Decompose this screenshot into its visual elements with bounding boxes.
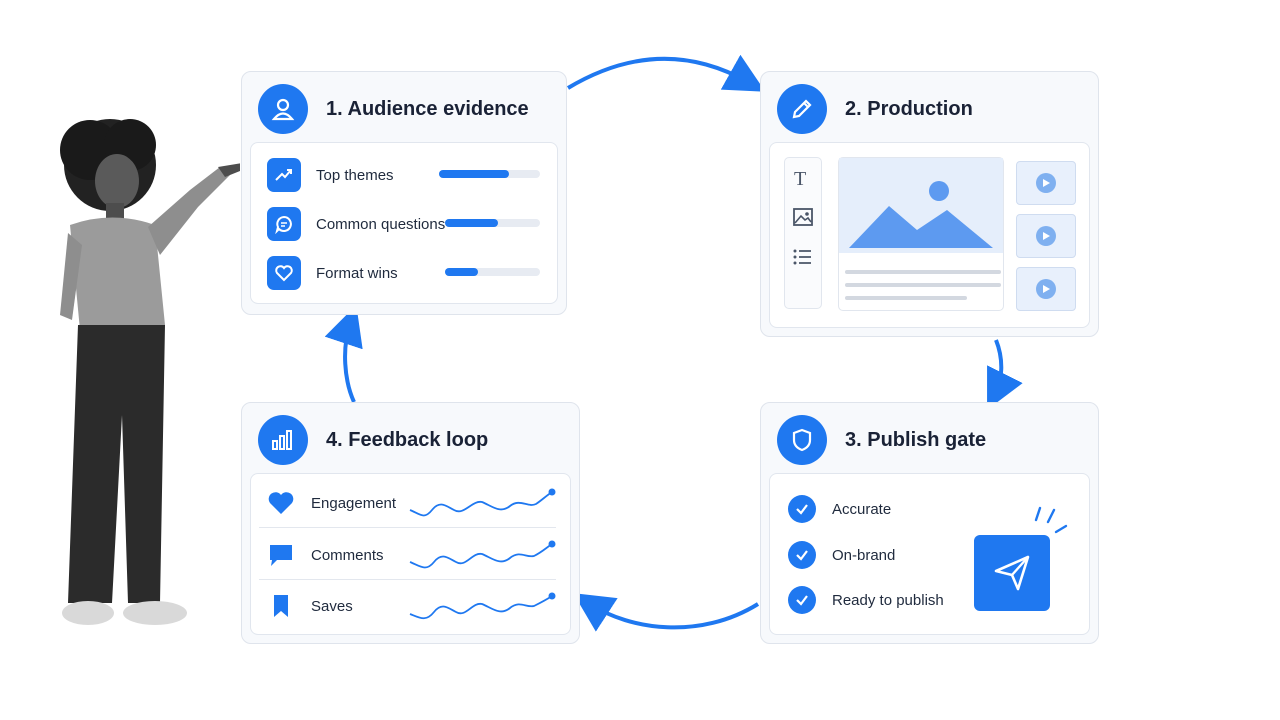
row-label: Saves	[311, 597, 353, 615]
play-icon	[1036, 226, 1056, 246]
text-line	[845, 270, 1001, 274]
list-item: Comments	[267, 542, 384, 568]
video-thumbnail[interactable]	[1016, 161, 1076, 205]
user-icon	[258, 84, 308, 134]
checklist-panel: Accurate On-brand Ready to publish	[769, 473, 1090, 635]
image-tool-icon[interactable]	[793, 208, 813, 226]
shield-icon	[777, 415, 827, 465]
card-production: 2. Production T	[760, 71, 1099, 337]
card-publish-gate: 3. Publish gate Accurate On-brand Ready …	[760, 402, 1099, 644]
bar-chart-icon	[258, 415, 308, 465]
list-item: Format wins	[267, 256, 398, 290]
trend-up-icon	[267, 158, 301, 192]
list-item: Top themes	[267, 158, 394, 192]
card-feedback-loop: 4. Feedback loop Engagement Comments Sav…	[241, 402, 580, 644]
card-title: 1. Audience evidence	[326, 97, 529, 120]
heart-icon	[267, 256, 301, 290]
sparkline-dot	[548, 540, 556, 548]
list-tool-icon[interactable]	[793, 248, 813, 266]
sparkline-dot	[548, 592, 556, 600]
video-thumbnail[interactable]	[1016, 267, 1076, 311]
play-icon	[1036, 279, 1056, 299]
chat-question-icon	[267, 207, 301, 241]
sparkline-dot	[548, 488, 556, 496]
sparkline	[409, 491, 553, 517]
play-icon	[1036, 173, 1056, 193]
check-icon	[788, 541, 816, 569]
check-label: Ready to publish	[832, 591, 944, 609]
check-icon	[788, 586, 816, 614]
card-title: 3. Publish gate	[845, 428, 987, 451]
send-button[interactable]	[974, 535, 1050, 611]
send-icon	[994, 555, 1030, 591]
card-title: 4. Feedback loop	[326, 428, 489, 451]
editor-panel: T	[769, 142, 1090, 328]
check-label: Accurate	[832, 500, 892, 518]
check-item: Accurate	[788, 495, 891, 523]
row-label: Top themes	[316, 166, 394, 184]
person-pointing-illustration	[60, 119, 240, 625]
row-label: Format wins	[316, 264, 398, 282]
image-preview	[838, 157, 1004, 311]
check-label: On-brand	[832, 546, 896, 564]
pencil-icon	[777, 84, 827, 134]
arrow-3-to-4	[573, 593, 760, 632]
list-item: Engagement	[267, 490, 396, 516]
divider	[259, 579, 556, 580]
sparkline	[409, 543, 553, 569]
list-item: Common questions	[267, 207, 445, 241]
evidence-panel: Top themes Common questions Format wins	[250, 142, 558, 304]
arrow-2-to-3	[987, 339, 1023, 410]
row-label: Comments	[311, 546, 384, 564]
comment-icon	[270, 545, 292, 566]
card-title: 2. Production	[845, 97, 973, 120]
arrow-4-to-1	[324, 305, 363, 403]
progress-bar	[445, 268, 540, 276]
card-audience-evidence: 1. Audience evidence Top themes Common q…	[241, 71, 567, 315]
text-tool-icon[interactable]: T	[794, 168, 807, 190]
landscape-image-icon	[839, 158, 1003, 253]
bookmark-icon	[274, 595, 288, 617]
sparkle-lines	[1034, 506, 1068, 534]
metrics-panel: Engagement Comments Saves	[250, 473, 571, 635]
text-line	[845, 296, 967, 300]
check-item: On-brand	[788, 541, 895, 569]
tool-sidebar: T	[784, 157, 822, 309]
sparkline-chart	[409, 488, 556, 620]
video-thumbnail[interactable]	[1016, 214, 1076, 258]
check-item: Ready to publish	[788, 586, 944, 614]
text-line	[845, 283, 1001, 287]
divider	[259, 527, 556, 528]
arrow-1-to-2	[566, 54, 766, 92]
sparkline	[409, 595, 553, 620]
row-label: Common questions	[316, 215, 446, 233]
list-item: Saves	[267, 593, 353, 619]
check-icon	[788, 495, 816, 523]
progress-bar	[439, 170, 540, 178]
row-label: Engagement	[311, 494, 397, 512]
heart-icon	[268, 492, 294, 514]
progress-bar	[445, 219, 540, 227]
